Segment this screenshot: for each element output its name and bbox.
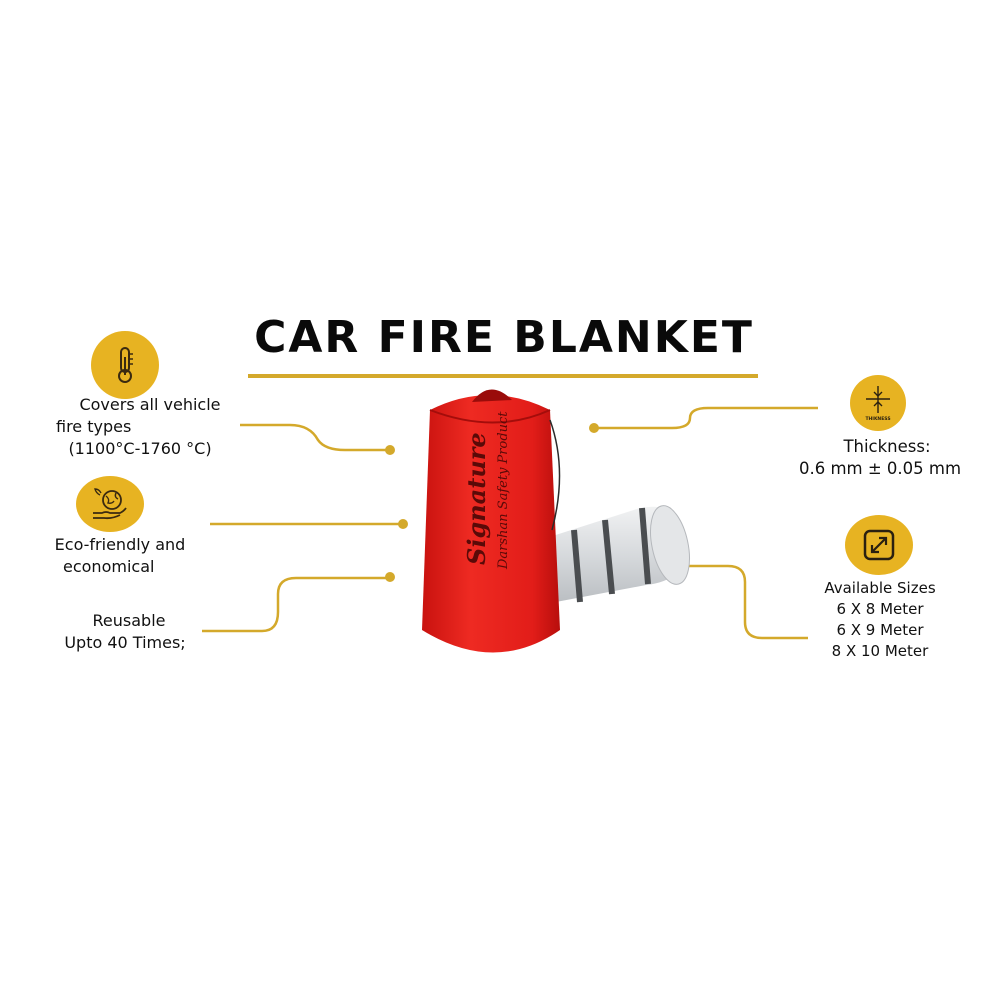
feature-sizes-heading: Available Sizes (824, 579, 936, 597)
connector-reusable (202, 576, 390, 633)
size-item: 6 X 9 Meter (836, 621, 924, 639)
title-underline (248, 374, 758, 378)
connector-dot-temperature (385, 445, 395, 455)
feature-thickness: Thickness: 0.6 mm ± 0.05 mm (780, 436, 980, 480)
bag-brand-text: Signature (462, 432, 491, 565)
feature-eco-line1: Eco-friendly and (54, 535, 186, 554)
bag-subtitle-text: Darshan Safety Product (496, 411, 511, 570)
connector-temperature (240, 423, 388, 452)
thickness-icon: THIKNESS (850, 375, 906, 431)
feature-reusable: Reusable Upto 40 Times; (40, 610, 210, 654)
feature-reusable-line2: Upto 40 Times; (64, 633, 186, 652)
feature-sizes: Available Sizes 6 X 8 Meter 6 X 9 Meter … (800, 578, 960, 662)
connector-sizes (683, 564, 808, 640)
product-image: Signature Darshan Safety Product (422, 389, 690, 653)
thickness-icon-label: THIKNESS (865, 416, 890, 422)
red-storage-bag: Signature Darshan Safety Product (422, 389, 561, 653)
connector-dot-eco (398, 519, 408, 529)
feature-temperature-line3: (1100°C-1760 °C) (68, 439, 212, 458)
thermometer-icon (91, 331, 159, 399)
feature-thickness-line2: 0.6 mm ± 0.05 mm (798, 459, 962, 478)
size-item: 6 X 8 Meter (836, 600, 924, 618)
connector-dot-reusable (385, 572, 395, 582)
feature-temperature: Covers all vehicle fire types (1100°C-17… (40, 394, 240, 460)
feature-temperature-line1: Covers all vehicle (79, 395, 221, 414)
size-item: 8 X 10 Meter (831, 642, 929, 660)
connector-dot-thickness (589, 423, 599, 433)
feature-eco: Eco-friendly and economical (25, 534, 215, 578)
feature-thickness-line1: Thickness: (843, 437, 931, 456)
eco-globe-hand-icon (76, 476, 144, 532)
resize-arrows-icon (845, 515, 913, 575)
connector-thickness (594, 406, 818, 430)
feature-reusable-line1: Reusable (92, 611, 166, 630)
rolled-blanket (540, 505, 690, 605)
page-title: CAR FIRE BLANKET (254, 312, 754, 363)
feature-temperature-line2: fire types (56, 417, 132, 436)
feature-eco-line2: economical (63, 557, 155, 576)
